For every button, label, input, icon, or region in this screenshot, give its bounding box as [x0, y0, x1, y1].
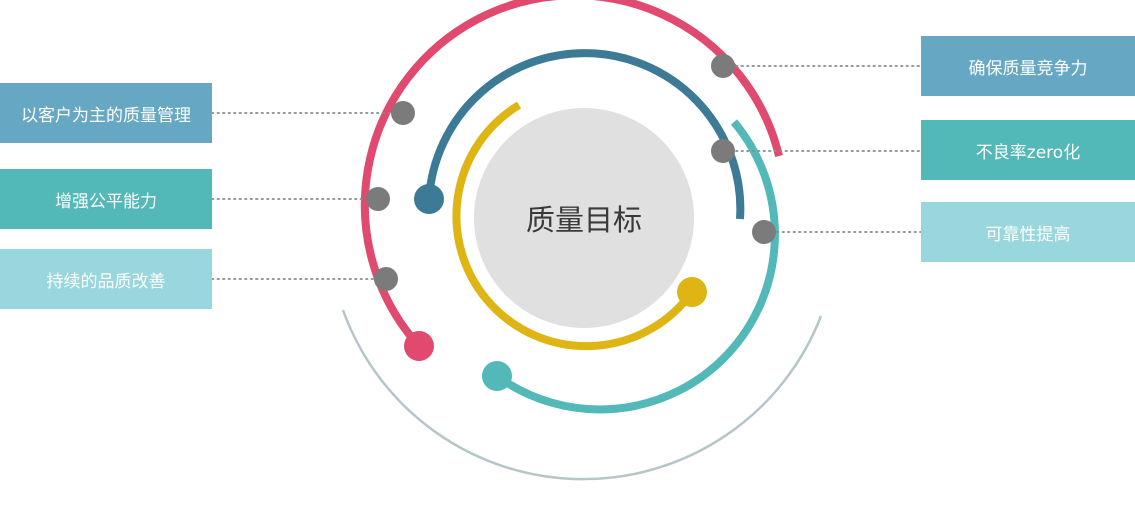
label-strengthen-capability: 增强公平能力 — [0, 169, 212, 229]
node-right-3 — [752, 220, 776, 244]
node-left-1 — [391, 101, 415, 125]
outer-thin-arc — [341, 309, 823, 481]
node-left-2 — [366, 187, 390, 211]
yellow-arc — [452, 101, 696, 351]
yellow-arc-end-dot — [677, 277, 707, 307]
blue-arc-end-dot — [414, 184, 444, 214]
label-reliability: 可靠性提高 — [921, 202, 1135, 262]
teal-arc — [494, 119, 779, 414]
label-continuous-improvement: 持续的品质改善 — [0, 249, 212, 309]
center-disc — [474, 108, 694, 328]
label-quality-competitiveness: 确保质量竞争力 — [921, 36, 1135, 96]
node-right-2 — [711, 139, 735, 163]
label-zero-defect: 不良率zero化 — [921, 120, 1135, 180]
pink-arc-end-dot — [404, 331, 434, 361]
node-right-1 — [711, 54, 735, 78]
center-title: 质量目标 — [525, 203, 642, 237]
pink-arc — [360, 0, 783, 349]
label-customer-focus: 以客户为主的质量管理 — [0, 83, 212, 143]
node-left-3 — [374, 267, 398, 291]
teal-arc-end-dot — [482, 361, 512, 391]
